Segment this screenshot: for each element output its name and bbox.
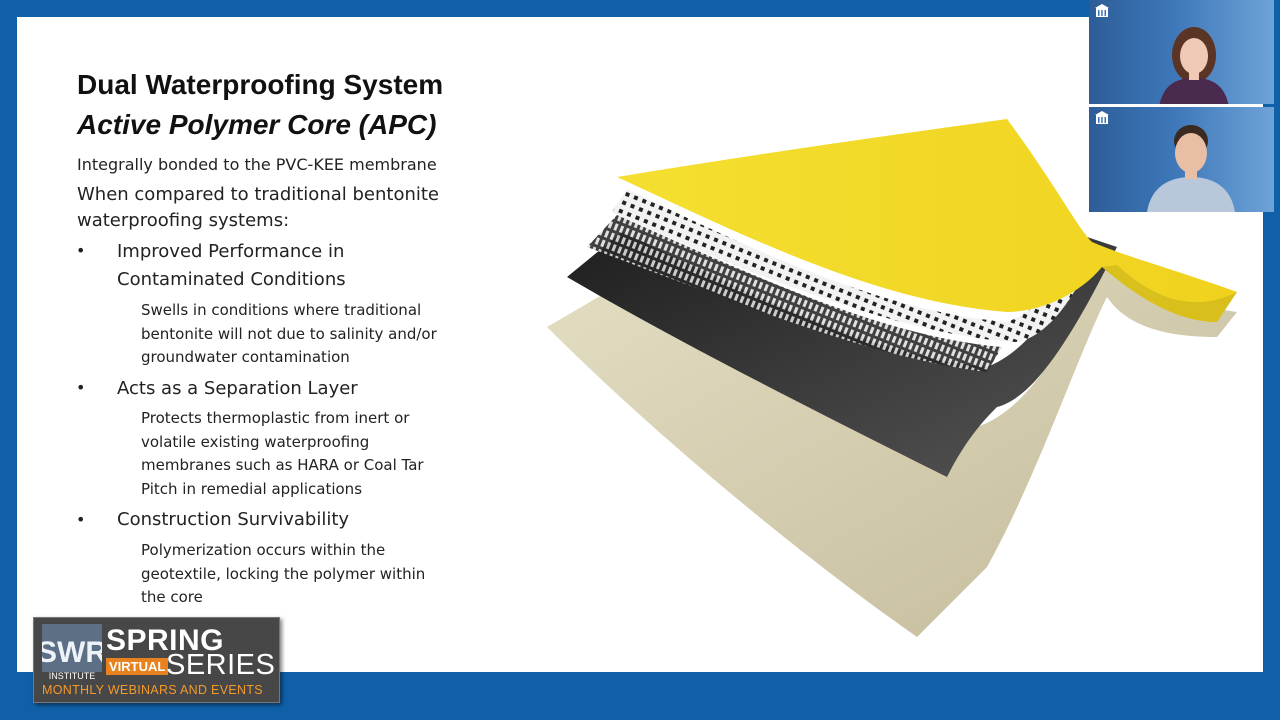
swr-logo-icon: SWR INSTITUTE xyxy=(42,624,102,680)
building-icon xyxy=(1095,111,1109,124)
bullet-heading: Construction Survivability xyxy=(117,509,350,530)
logo-tagline: MONTHLY WEBINARS AND EVENTS xyxy=(42,683,263,697)
bullet-marker: • xyxy=(76,510,86,529)
bullet-detail: Swells in conditions where traditional b… xyxy=(141,301,437,366)
intro-text: Integrally bonded to the PVC-KEE membran… xyxy=(77,155,437,174)
intro-text: When compared to traditional bentonite xyxy=(77,184,439,205)
slide-title: Dual Waterproofing System xyxy=(77,69,444,100)
slide: Dual Waterproofing System Active Polymer… xyxy=(17,17,1263,672)
layered-membrane-illustration xyxy=(547,119,1237,637)
bullet-heading: Acts as a Separation Layer xyxy=(117,378,358,399)
teeth-layer xyxy=(587,215,1002,372)
logo-virtual-badge: VIRTUAL xyxy=(106,658,169,675)
logo-series-text: SERIES xyxy=(166,649,276,681)
slide-subtitle: Active Polymer Core (APC) xyxy=(77,109,437,140)
avatar xyxy=(1147,125,1235,212)
event-logo: SWR INSTITUTE SPRING VIRTUAL SERIES MONT… xyxy=(33,617,280,703)
avatar xyxy=(1159,27,1229,104)
svg-text:SWR: SWR xyxy=(42,636,102,669)
bullet-heading: Improved Performance in Contaminated Con… xyxy=(117,241,346,290)
participant-video[interactable] xyxy=(1089,107,1274,212)
core-layer xyxy=(567,232,1117,477)
bullet-marker: • xyxy=(76,378,86,397)
bullet-detail: Polymerization occurs within the geotext… xyxy=(141,541,426,606)
intro-text: waterproofing systems: xyxy=(77,210,290,231)
bullet-marker: • xyxy=(76,241,86,260)
logo-spring-text: SPRING xyxy=(106,624,225,657)
bullet-detail: Protects thermoplastic from inert or vol… xyxy=(141,409,424,498)
participant-video[interactable] xyxy=(1089,0,1274,104)
svg-text:INSTITUTE: INSTITUTE xyxy=(49,671,96,680)
membrane-layer xyxy=(617,119,1237,322)
building-icon xyxy=(1095,4,1109,17)
